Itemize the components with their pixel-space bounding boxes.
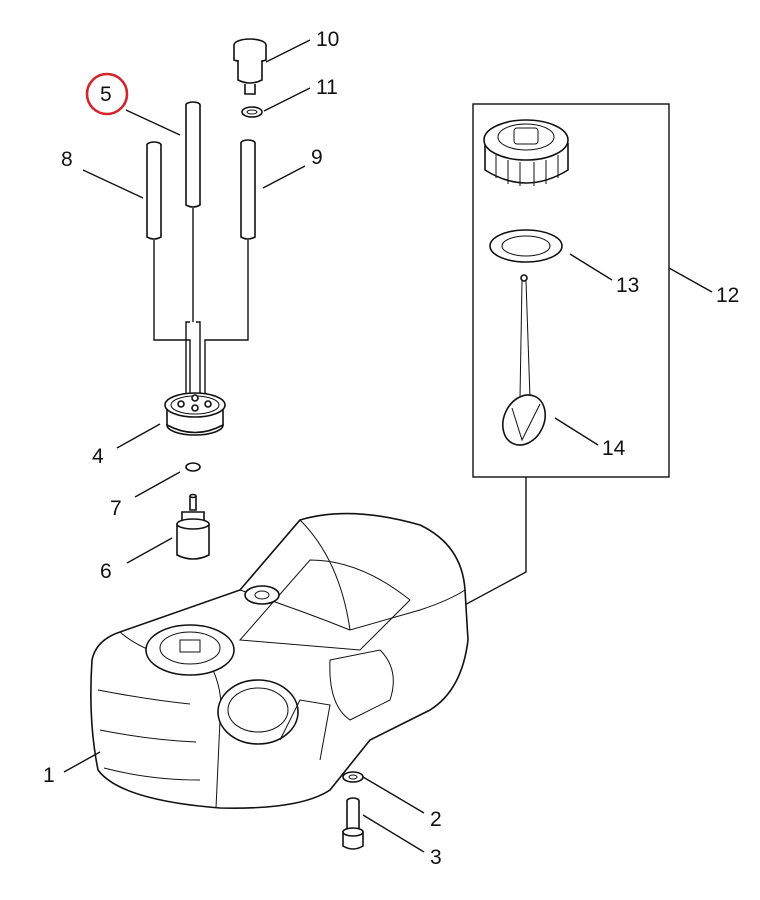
callout-7: 7 (110, 497, 122, 520)
callout-10: 10 (316, 28, 339, 51)
part-5-tube (185, 101, 201, 208)
callout-8: 8 (61, 148, 73, 171)
part-4-grommet (164, 392, 226, 436)
callout-4: 4 (92, 445, 104, 468)
part-11-clip (241, 106, 263, 118)
part-10-fuel-filter-cap (233, 38, 267, 95)
part-7-o-ring (185, 462, 201, 472)
callout-11: 11 (316, 76, 338, 99)
callout-labels: 10 11 5 8 9 12 13 14 4 7 6 1 2 3 (43, 28, 739, 869)
part-3-bolt (342, 797, 364, 850)
highlight-circle-callout-5 (85, 72, 129, 116)
part-12-fuel-cap-assembly-box (259, 103, 670, 716)
fuel-cap (483, 119, 569, 186)
part-6-fuel-filter (176, 493, 210, 560)
callout-6: 6 (100, 560, 112, 583)
callout-5: 5 (100, 83, 112, 106)
part-14-strainer (502, 274, 546, 446)
part-8-tube (146, 141, 162, 240)
callout-3: 3 (430, 846, 442, 869)
callout-9: 9 (311, 146, 323, 169)
callout-12: 12 (716, 284, 739, 307)
part-9-tube (240, 139, 256, 240)
callout-13: 13 (616, 274, 639, 297)
callout-14: 14 (602, 437, 626, 460)
leader-lines (63, 39, 713, 853)
callout-2: 2 (430, 808, 442, 831)
part-2-washer (342, 771, 364, 783)
tube-routing-lines (153, 208, 249, 396)
part-13-gasket (489, 229, 563, 263)
part-1-fuel-tank (90, 512, 469, 809)
callout-1: 1 (43, 764, 55, 787)
